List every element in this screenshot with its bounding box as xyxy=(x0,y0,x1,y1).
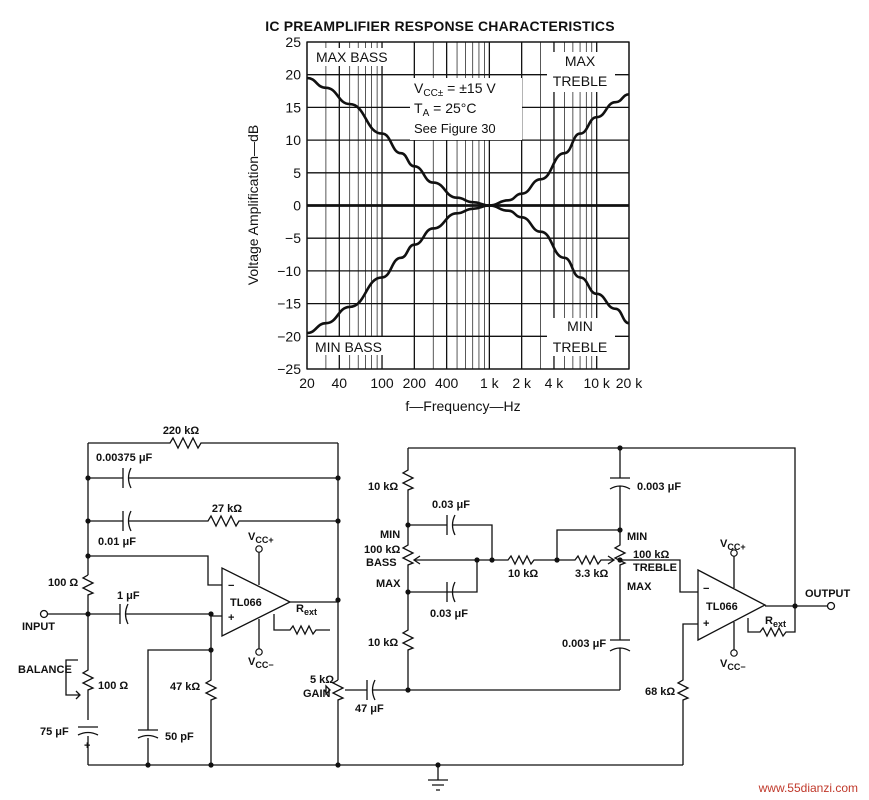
x-tick-label: 20 k xyxy=(616,375,643,391)
condition-vcc: VCC± = ±15 V xyxy=(414,80,496,99)
y-tick-label: 25 xyxy=(285,34,301,50)
y-tick-label: −15 xyxy=(277,296,301,312)
y-tick-label: 0 xyxy=(293,198,301,214)
op2-plus: + xyxy=(703,618,709,630)
op1-rext: Rext xyxy=(296,603,317,617)
condition-see-figure: See Figure 30 xyxy=(414,121,496,136)
op2-vccm: VCC− xyxy=(720,658,746,672)
chart-title: IC PREAMPLIFIER RESPONSE CHARACTERISTICS xyxy=(265,18,614,34)
bass-pot-label: 100 kΩ xyxy=(364,544,401,556)
x-tick-label: 4 k xyxy=(545,375,565,391)
op2-vccp: VCC+ xyxy=(720,538,746,552)
pot100-label: 100 Ω xyxy=(98,680,128,692)
watermark: www.55dianzi.com xyxy=(758,781,858,795)
y-tick-label: 5 xyxy=(293,165,301,181)
y-tick-label: −25 xyxy=(277,361,301,377)
bass-label: BASS xyxy=(366,557,397,569)
c1u-label: 1 μF xyxy=(117,590,140,602)
tone-network: 10 kΩ 0.03 μF MIN 100 kΩ BASS MAX 0.03 μ… xyxy=(364,445,796,693)
op1-vccm: VCC− xyxy=(248,656,274,670)
r10k-top-label: 10 kΩ xyxy=(368,481,398,493)
c001-label: 0.01 μF xyxy=(98,536,136,548)
r33k-label: 3.3 kΩ xyxy=(575,568,608,580)
x-tick-label: 1 k xyxy=(480,375,500,391)
ground-symbol xyxy=(428,765,448,791)
op1-plus: + xyxy=(228,612,234,624)
output-terminal xyxy=(826,601,836,611)
input-label: INPUT xyxy=(22,621,55,633)
c75-label: 75 μF xyxy=(40,726,69,738)
r68k-label: 68 kΩ xyxy=(645,686,675,698)
balance-label: BALANCE xyxy=(18,664,72,676)
x-tick-label: 40 xyxy=(332,375,348,391)
treble-min-label: MIN xyxy=(627,531,647,543)
c0003-top-label: 0.003 μF xyxy=(637,481,681,493)
response-chart: IC PREAMPLIFIER RESPONSE CHARACTERISTICS… xyxy=(245,18,643,414)
input-section: 100 Ω 1 μF INPUT BALANCE 100 Ω 75 μF + 4… xyxy=(18,553,222,768)
response-curves xyxy=(306,76,630,335)
gain-pot-label: 5 kΩ xyxy=(310,674,334,686)
x-tick-label: 100 xyxy=(370,375,394,391)
bass-max-label: MAX xyxy=(376,578,401,590)
min-treble-label-2: TREBLE xyxy=(553,339,607,355)
r47k-label: 47 kΩ xyxy=(170,681,200,693)
gain-label: GAIN xyxy=(303,688,331,700)
gain-control: 5 kΩ GAIN 47 μF xyxy=(303,674,408,765)
op1-vccp: VCC+ xyxy=(248,531,274,545)
y-tick-labels: 25 20 15 10 5 0 −5 −10 −15 −20 −25 xyxy=(277,34,301,377)
bass-min-label: MIN xyxy=(380,529,400,541)
y-tick-label: 15 xyxy=(285,99,301,115)
treble-pot-label: 100 kΩ xyxy=(633,549,670,561)
x-tick-label: 200 xyxy=(403,375,427,391)
c003-top-label: 0.03 μF xyxy=(432,499,470,511)
y-tick-label: 10 xyxy=(285,132,301,148)
op1-minus: − xyxy=(228,580,234,592)
c47-label: 47 μF xyxy=(355,703,384,715)
input-terminal xyxy=(39,609,49,619)
r10k-bottom-label: 10 kΩ xyxy=(368,637,398,649)
response-curve-2 xyxy=(306,204,629,335)
output-label: OUTPUT xyxy=(805,588,851,600)
op1-label: TL066 xyxy=(230,597,262,609)
preamplifier-schematic: 220 kΩ 0.00375 μF 27 kΩ 0.01 μF 100 Ω 1 … xyxy=(18,425,851,791)
y-tick-label: −10 xyxy=(277,263,301,279)
y-axis-label: Voltage Amplification—dB xyxy=(245,125,261,285)
treble-label: TREBLE xyxy=(633,562,677,574)
x-tick-label: 20 xyxy=(299,375,315,391)
min-bass-label: MIN BASS xyxy=(315,339,382,355)
op2-rext: Rext xyxy=(765,615,786,629)
c0003-bottom-label: 0.003 μF xyxy=(562,638,606,650)
op2-label: TL066 xyxy=(706,601,738,613)
max-treble-label-2: TREBLE xyxy=(553,73,607,89)
y-tick-label: 20 xyxy=(285,67,301,83)
x-tick-label: 400 xyxy=(435,375,459,391)
response-curve-4 xyxy=(306,204,630,325)
op-amp-1: − + TL066 VCC+ VCC− Rext xyxy=(221,531,338,670)
min-treble-label-1: MIN xyxy=(567,318,593,334)
x-tick-label: 2 k xyxy=(512,375,532,391)
r27k-label: 27 kΩ xyxy=(212,503,242,515)
x-tick-labels: 20 40 100 200 400 1 k 2 k 4 k 10 k 20 k xyxy=(299,375,643,391)
ground-bus xyxy=(88,762,683,791)
op2-minus: − xyxy=(703,583,709,595)
x-axis-label: f—Frequency—Hz xyxy=(405,398,520,414)
r10k-mid-label: 10 kΩ xyxy=(508,568,538,580)
c75-plus: + xyxy=(84,740,90,752)
condition-ta: TA = 25°C xyxy=(414,100,476,119)
max-treble-label-1: MAX xyxy=(565,53,596,69)
y-tick-label: −20 xyxy=(277,328,301,344)
op-amp-2: − + TL066 VCC+ VCC− OUTPUT Rext 68 kΩ xyxy=(645,538,851,765)
x-tick-label: 10 k xyxy=(583,375,610,391)
c003-bottom-label: 0.03 μF xyxy=(430,608,468,620)
y-tick-label: −5 xyxy=(285,230,301,246)
treble-max-label: MAX xyxy=(627,581,652,593)
max-bass-label: MAX BASS xyxy=(316,49,388,65)
feedback-network: 220 kΩ 0.00375 μF 27 kΩ 0.01 μF xyxy=(85,425,341,680)
c50p-label: 50 pF xyxy=(165,731,194,743)
r100-label: 100 Ω xyxy=(48,577,78,589)
c00375-label: 0.00375 μF xyxy=(96,452,153,464)
r220k-label: 220 kΩ xyxy=(163,425,200,437)
